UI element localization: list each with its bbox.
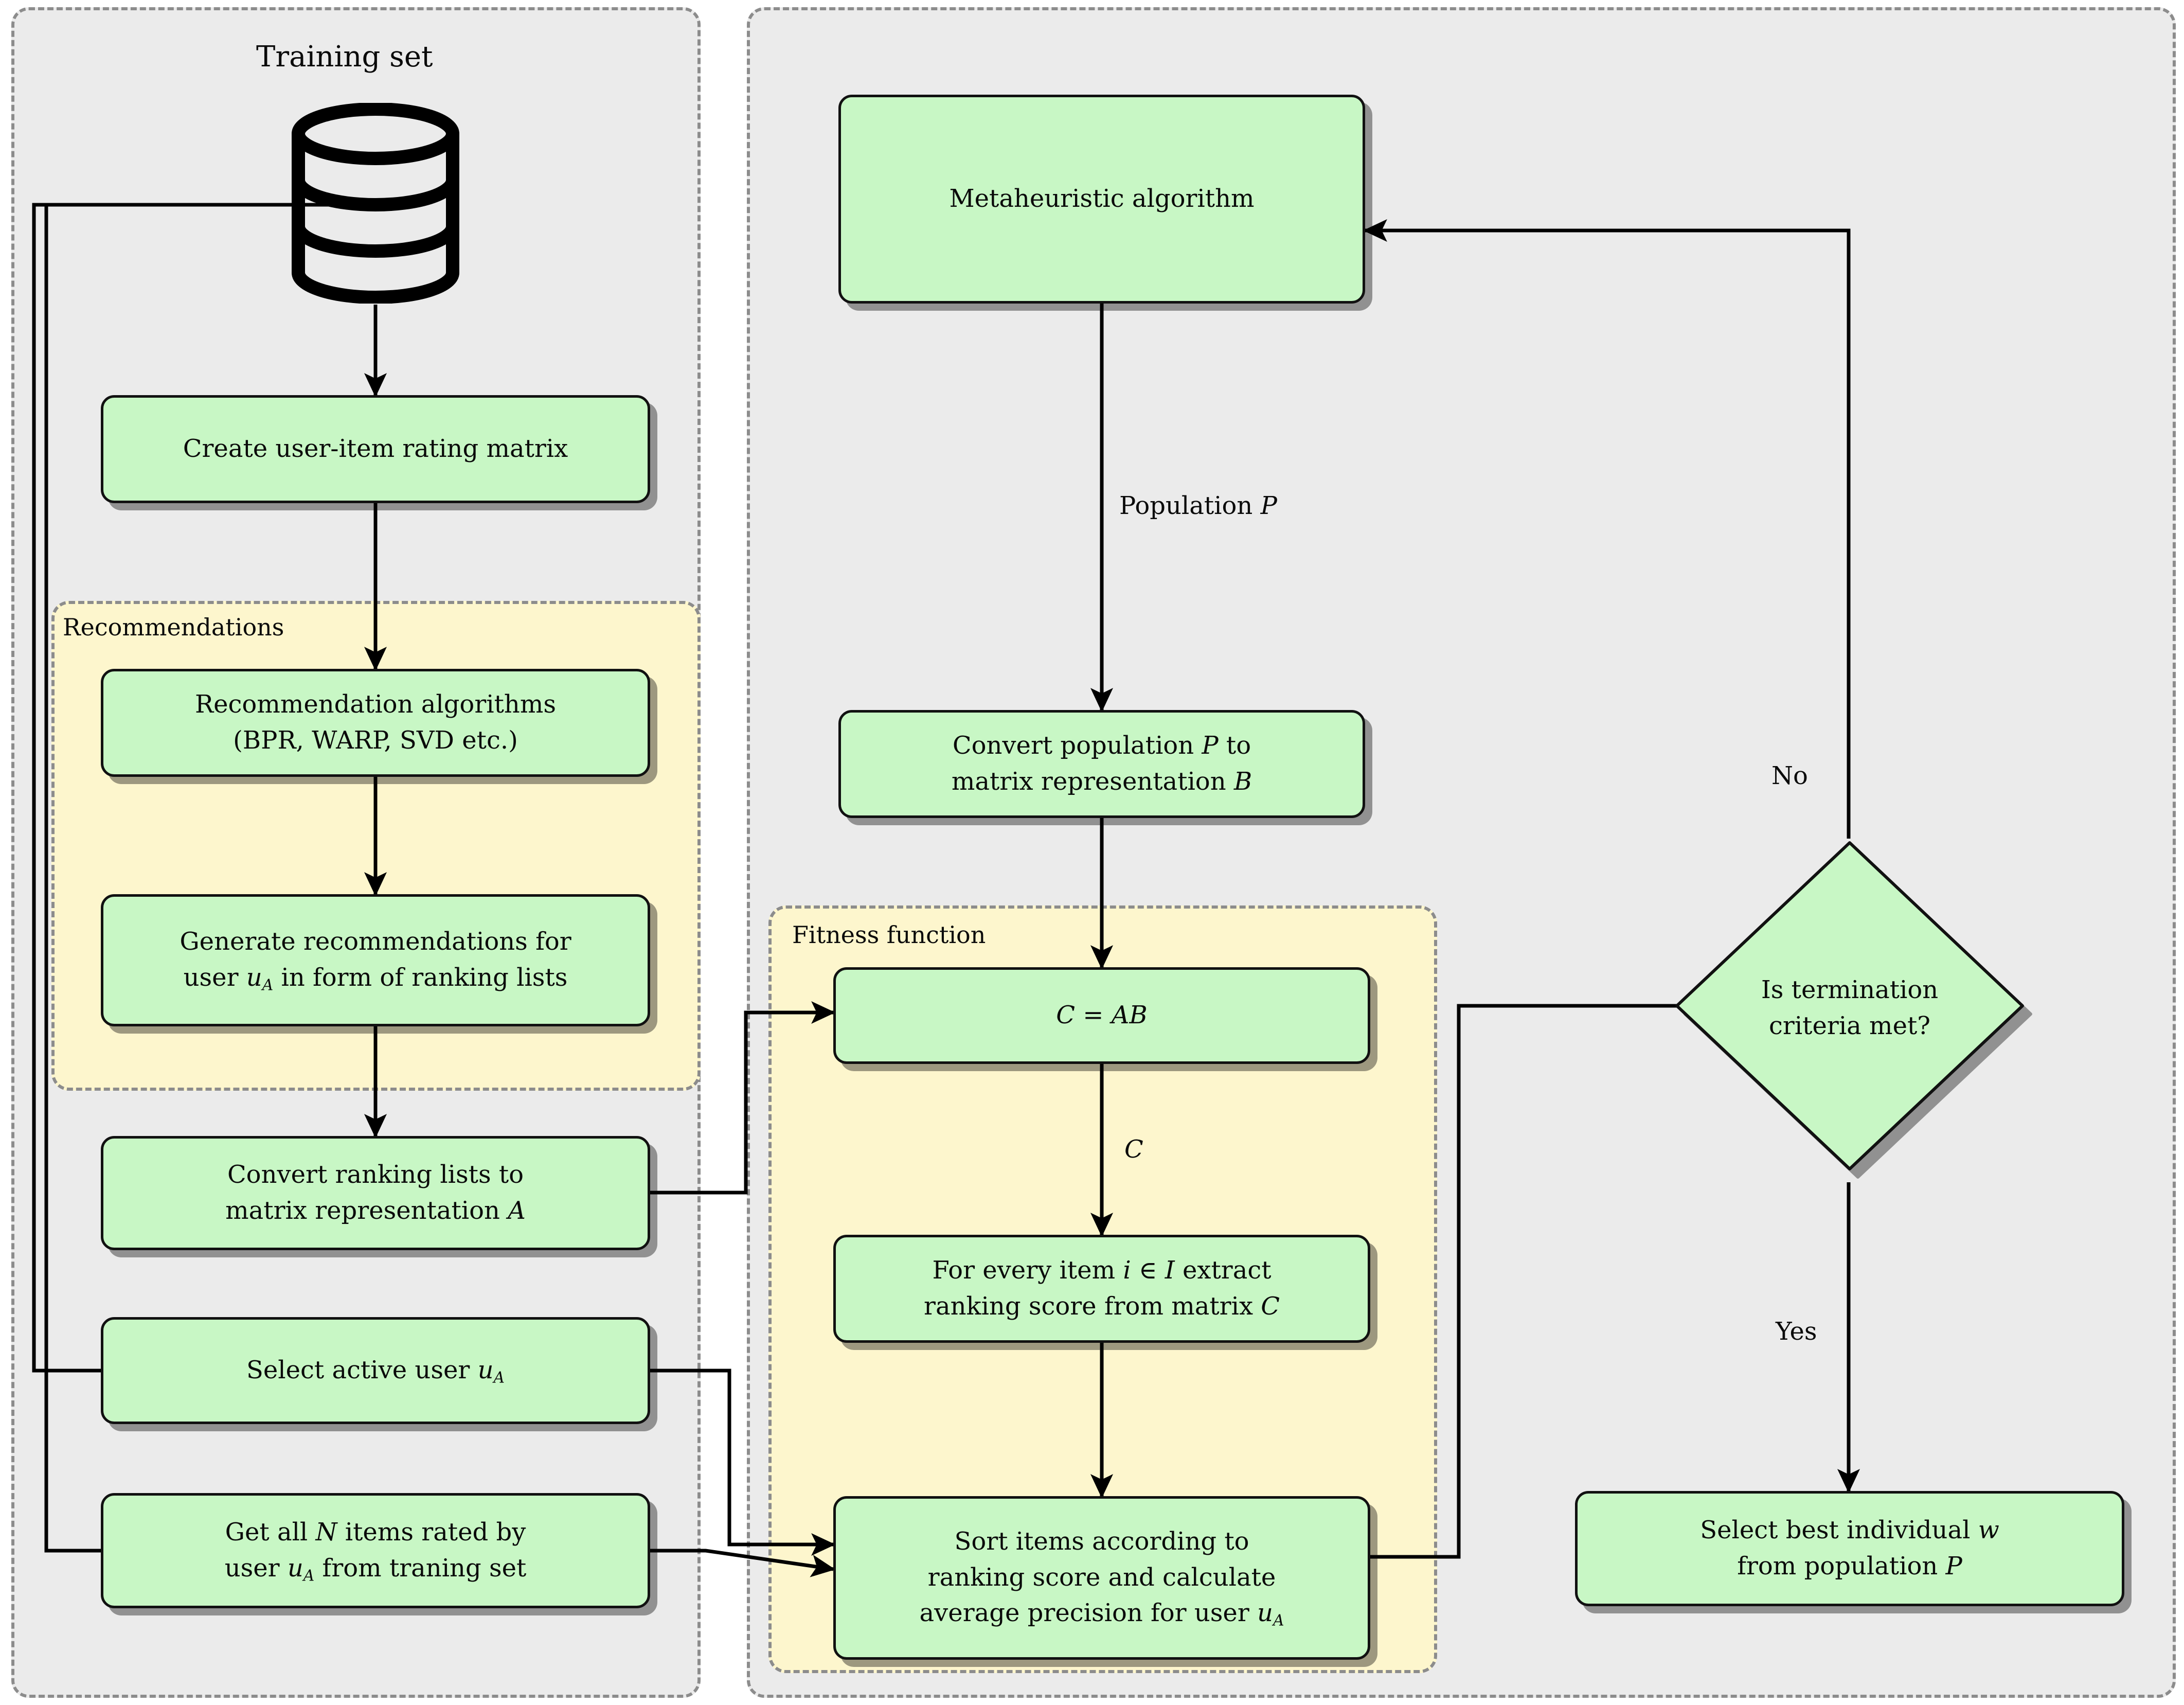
convert-pop-line2: matrix representation B [951,767,1252,796]
node-sort-items[interactable]: Sort items according to ranking score an… [833,1496,1370,1660]
node-select-best-individual[interactable]: Select best individual w from population… [1575,1491,2124,1606]
group-label-fitness: Fitness function [792,921,986,949]
node-c-equals-ab[interactable]: C = AB [833,967,1370,1064]
get-items-line2: user uA from traning set [224,1553,527,1585]
node-metaheuristic-algorithm[interactable]: Metaheuristic algorithm [838,95,1365,304]
generate-recs-line1: Generate recommendations for [180,927,571,956]
node-generate-recommendations[interactable]: Generate recommendations for user uA in … [101,894,650,1026]
convert-lists-line1: Convert ranking lists to [227,1160,524,1189]
select-user-line1: Select active user uA [246,1355,505,1387]
node-get-all-items[interactable]: Get all N items rated by user uA from tr… [101,1493,650,1608]
sort-line2: ranking score and calculate [927,1562,1276,1592]
node-create-user-item-rating-matrix[interactable]: Create user-item rating matrix [101,395,650,503]
convert-pop-line1: Convert population P to [952,731,1251,760]
convert-lists-line2: matrix representation A [225,1196,526,1225]
edge-label-matrix-c: C [1124,1135,1143,1164]
edge-label-no: No [1771,761,1808,790]
node-convert-ranking-lists[interactable]: Convert ranking lists to matrix represen… [101,1136,650,1250]
sort-line3: average precision for user uA [919,1599,1284,1630]
page-title: Training set [256,40,433,74]
node-extract-ranking-score[interactable]: For every item i ∈ I extract ranking sco… [833,1235,1370,1343]
extract-line2: ranking score from matrix C [924,1292,1280,1321]
select-best-line2: from population P [1737,1552,1962,1580]
node-termination-criteria[interactable]: Is termination criteria met? [1659,833,2040,1183]
group-label-recommendations: Recommendations [63,613,284,641]
extract-line1: For every item i ∈ I extract [932,1256,1272,1285]
edge-label-yes: Yes [1776,1317,1817,1346]
select-best-line1: Select best individual w [1700,1516,1999,1545]
get-items-line1: Get all N items rated by [225,1517,526,1547]
database-icon [267,102,484,306]
sort-line1: Sort items according to [954,1527,1249,1556]
termination-label: Is termination criteria met? [1761,975,1939,1040]
edge-label-population: Population P [1119,491,1277,520]
node-recommendation-algorithms[interactable]: Recommendation algorithms (BPR, WARP, SV… [101,669,650,777]
c-eq-ab-formula: C = AB [1056,1001,1148,1030]
node-convert-population[interactable]: Convert population P to matrix represent… [838,710,1365,818]
node-select-active-user[interactable]: Select active user uA [101,1317,650,1424]
generate-recs-line2: user uA in form of ranking lists [183,963,568,994]
